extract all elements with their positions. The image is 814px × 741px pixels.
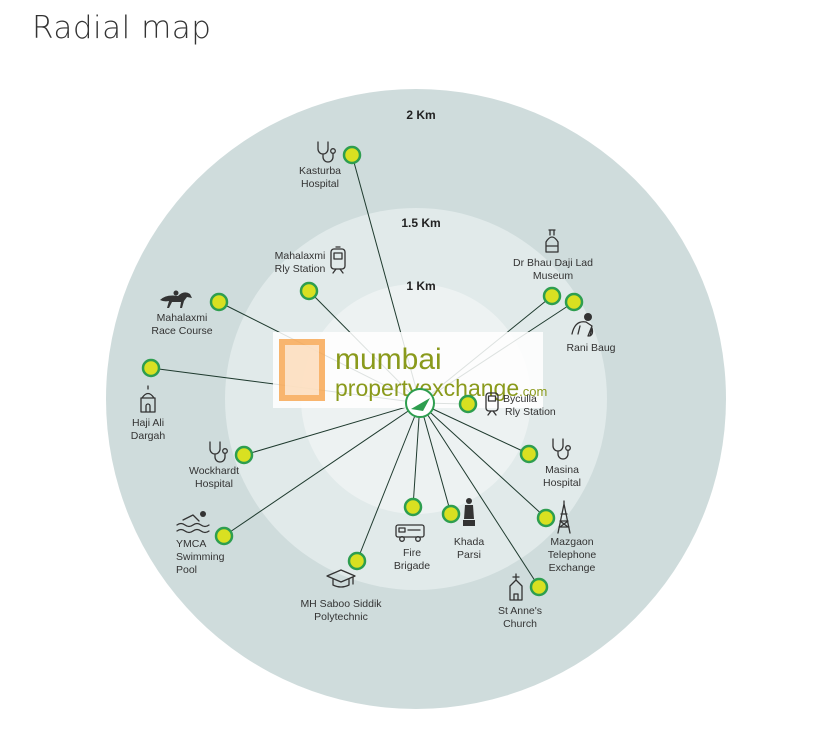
location-marker[interactable]	[441, 504, 461, 524]
monkey-icon	[571, 313, 594, 337]
location-marker[interactable]	[519, 444, 539, 464]
connector-line	[419, 402, 547, 519]
museum-icon	[545, 229, 559, 253]
location-marker[interactable]	[403, 497, 423, 517]
train-icon	[330, 246, 346, 274]
location-marker[interactable]	[209, 292, 229, 312]
location-marker[interactable]	[214, 526, 234, 546]
connector-line	[243, 402, 421, 456]
location-marker[interactable]	[458, 394, 478, 414]
connector-line	[412, 402, 421, 508]
watermark-line-1: mumbai	[335, 343, 442, 376]
page-title: Radial map	[32, 10, 212, 46]
church-icon	[509, 573, 523, 601]
ring-label-1km: 1 Km	[406, 279, 435, 293]
fire-truck-icon	[395, 524, 425, 542]
stethoscope-icon	[552, 438, 571, 460]
location-marker[interactable]	[536, 508, 556, 528]
connector-line	[419, 402, 540, 588]
location-marker[interactable]	[234, 445, 254, 465]
connector-line	[356, 402, 421, 562]
location-marker[interactable]	[342, 145, 362, 165]
horse-icon	[160, 290, 192, 308]
connector-line	[419, 402, 452, 515]
place-rani-baug[interactable]: Rani Baug	[566, 313, 616, 354]
place-label: Rani Baug	[566, 342, 615, 354]
location-markers	[141, 145, 584, 597]
ring-label-1-5km: 1.5 Km	[401, 216, 440, 230]
location-marker[interactable]	[141, 358, 161, 378]
location-marker[interactable]	[564, 292, 584, 312]
stethoscope-icon	[317, 141, 336, 163]
location-marker[interactable]	[542, 286, 562, 306]
location-marker[interactable]	[347, 551, 367, 571]
stethoscope-icon	[209, 441, 228, 463]
swimmer-icon	[176, 511, 210, 534]
watermark-logo: mumbai propertyexchange.com	[273, 332, 547, 408]
location-marker[interactable]	[299, 281, 319, 301]
connector-line	[223, 402, 421, 537]
train-icon	[485, 392, 499, 416]
statue-icon	[463, 498, 475, 526]
center-marker	[405, 388, 435, 418]
tower-icon	[557, 500, 571, 534]
mosque-icon	[140, 385, 156, 413]
graduation-cap-icon	[326, 569, 356, 588]
location-marker[interactable]	[529, 577, 549, 597]
ring-label-2km: 2 Km	[406, 108, 435, 122]
connector-line	[419, 402, 530, 455]
